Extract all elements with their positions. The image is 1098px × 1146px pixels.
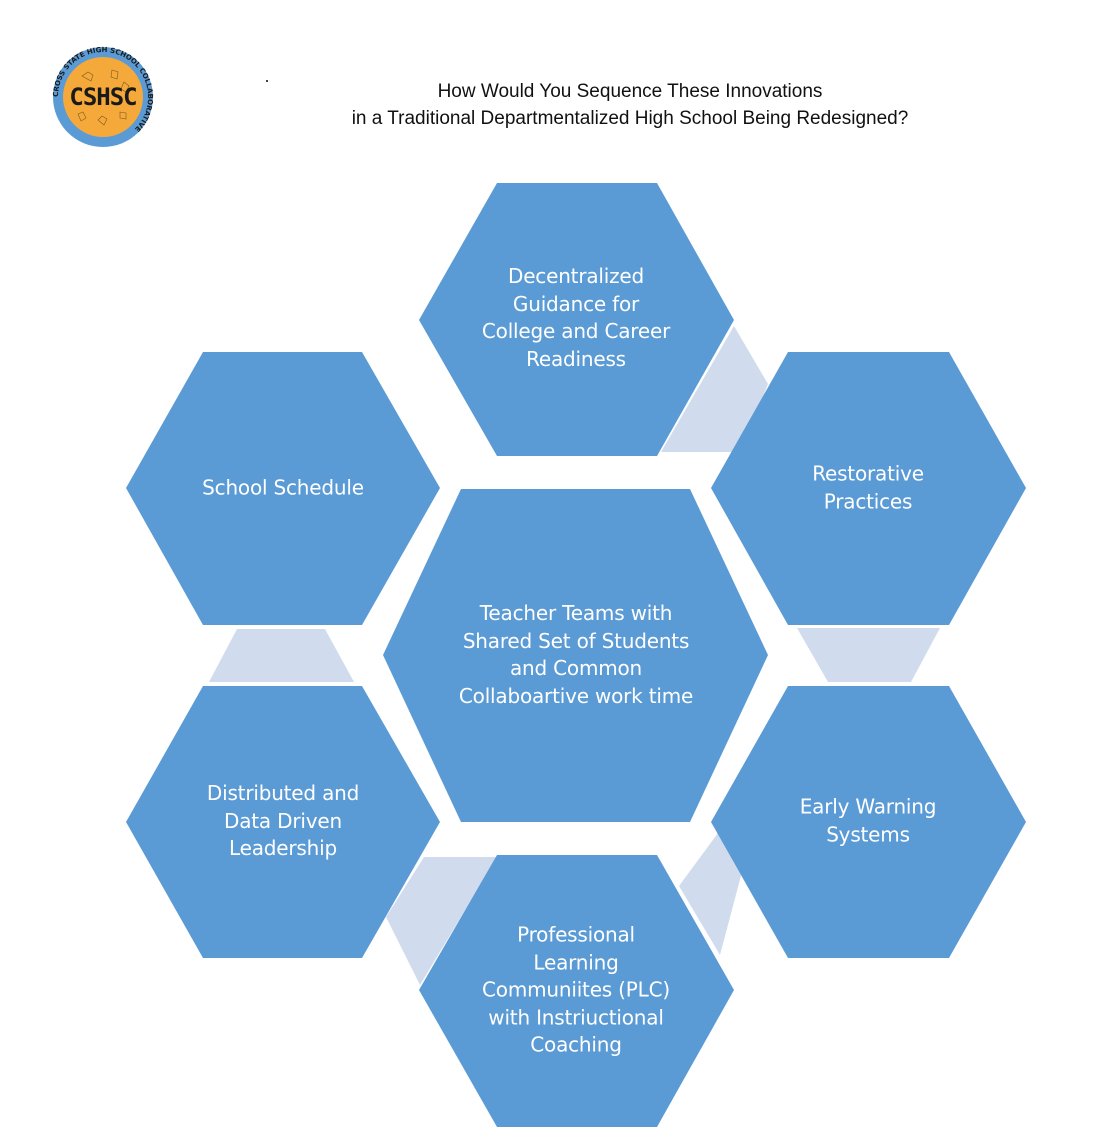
hexagon-label-line: Communiites (PLC) [482,977,670,1002]
hexagon-label-line: College and Career [481,319,671,343]
hexagon-label-line: Collaboartive work time [458,683,694,708]
connector-top-to-upper-right [661,326,768,452]
hexagon-label-line: Distributed and [206,780,360,805]
hexagon-label-line: Restorative [812,461,924,486]
page-title: How Would You Sequence These Innovations… [300,78,960,132]
hexagon-label-line: Systems [826,822,910,846]
hexagon-label-line: Professional [517,922,635,947]
hexagon-center [383,489,768,822]
hexagon-label-line: Guidance for [512,291,640,316]
hexagon-top [419,183,734,456]
cshsc-logo: CROSS STATE HIGH SCHOOL COLLABORATIVE CS… [52,46,154,147]
hexagon-label-line: School Schedule [202,475,364,500]
connector-upper-left-to-lower-left [209,629,354,682]
hexagon-label-line: Readiness [526,346,626,371]
hexagon-label-line: Decentralized [507,264,645,288]
connector-upper-right-to-lower-right [797,628,940,682]
logo-state-outlines [77,69,130,126]
hexagon-label-line: Coaching [530,1032,622,1057]
stray-dot [266,80,268,82]
hexagon-upper-left [126,352,440,625]
hexagon-lower-left [126,686,440,958]
hexagon-label-line: Early Warning [799,794,937,819]
title-line-2: in a Traditional Departmentalized High S… [351,108,909,129]
hexagon-label-line: Leadership [229,835,337,860]
hexagon-label-upper-left: School Schedule [202,474,364,502]
hexagon-label-line: Practices [823,489,913,513]
hexagon-label-line: with Instriuctional [488,1004,664,1029]
logo-disc [63,57,143,137]
title-line-1: How Would You Sequence These Innovations [437,81,823,102]
hexagon-label-line: Teacher Teams with [479,601,673,625]
hexagon-bottom [419,855,734,1127]
hexagon-label-line: Learning [533,949,619,974]
connector-bottom-to-lower-left [386,857,497,985]
logo-acronym: CSHSC [69,83,136,111]
hexagon-label-line: Data Driven [224,808,342,833]
hexagon-label-line: and Common [509,656,643,680]
hexagon-upper-right [711,352,1026,625]
hexagon-label-line: Shared Set of Students [462,628,690,653]
hexagon-lower-right [711,686,1026,958]
connector-lower-right-to-bottom [679,833,742,955]
